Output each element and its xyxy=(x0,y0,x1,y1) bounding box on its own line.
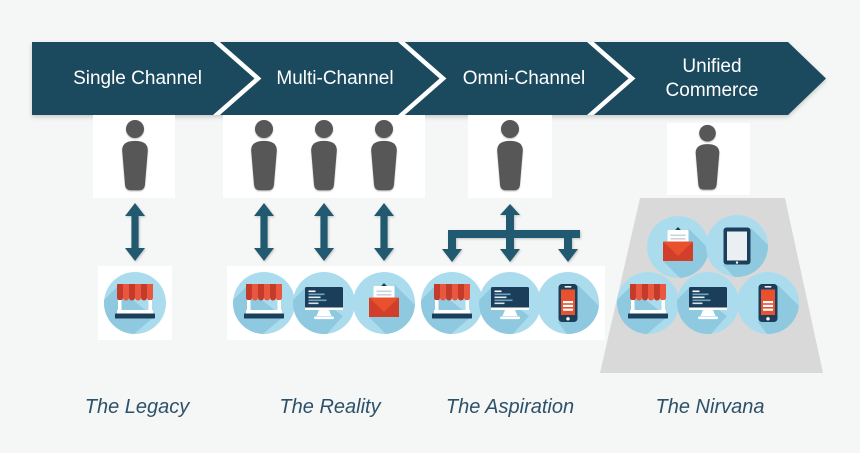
banner-arrow xyxy=(32,42,826,115)
email-icon xyxy=(647,216,709,278)
person-icon xyxy=(688,124,727,194)
two-way-arrow-icon xyxy=(313,203,335,261)
chevron-divider-icon xyxy=(398,42,447,115)
stage-label-unified-commerce: Unified Commerce xyxy=(665,55,759,101)
branching-arrow-icon xyxy=(440,204,588,262)
store-icon xyxy=(421,272,483,334)
chevron-divider-icon xyxy=(587,42,636,115)
mobile-icon xyxy=(737,272,799,334)
two-way-arrow-icon xyxy=(253,203,275,261)
person-icon xyxy=(243,119,285,195)
desktop-icon xyxy=(677,272,739,334)
two-way-arrow-icon xyxy=(124,203,146,261)
stage-label-multi-channel: Multi-Channel xyxy=(276,67,394,89)
tagline-reality: The Reality xyxy=(279,395,381,418)
mobile-icon xyxy=(537,272,599,334)
store-icon xyxy=(233,272,295,334)
chevron-divider-icon xyxy=(213,42,262,115)
person-icon xyxy=(363,119,405,195)
store-icon xyxy=(104,272,166,334)
store-icon xyxy=(617,272,679,334)
stage-label-single-channel: Single Channel xyxy=(73,67,202,89)
person-icon xyxy=(114,119,156,195)
person-icon xyxy=(303,119,345,195)
tagline-aspiration: The Aspiration xyxy=(445,395,575,418)
two-way-arrow-icon xyxy=(373,203,395,261)
desktop-icon xyxy=(293,272,355,334)
tagline-nirvana: The Nirvana xyxy=(655,395,765,418)
email-icon xyxy=(353,272,415,334)
person-icon xyxy=(489,119,531,195)
stage-label-omni-channel: Omni-Channel xyxy=(462,67,586,89)
tablet-icon xyxy=(706,215,768,277)
desktop-icon xyxy=(479,272,541,334)
tagline-legacy: The Legacy xyxy=(84,395,190,418)
